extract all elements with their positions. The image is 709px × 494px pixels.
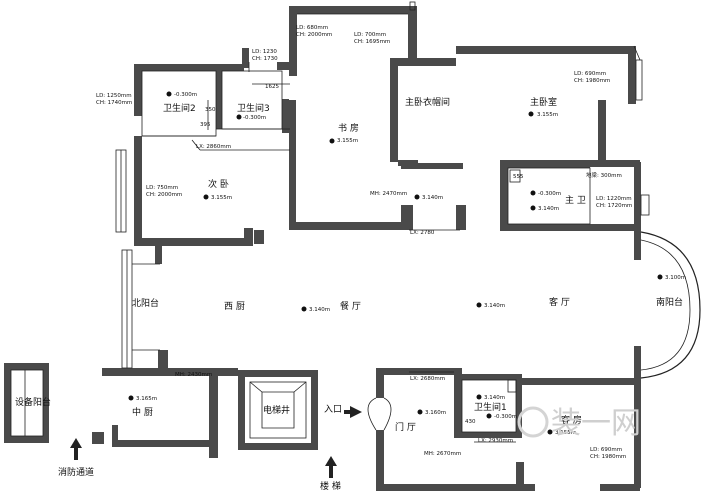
svg-text:LD: 690mm: LD: 690mm xyxy=(574,71,606,77)
room-labels: 卫生间2 卫生间3 书 房 主卧衣帽间 主卧室 次 卧 主 卫 北阳台 西 厨 … xyxy=(15,96,683,492)
svg-text:350: 350 xyxy=(205,107,216,113)
svg-text:CH: 2000mm: CH: 2000mm xyxy=(296,32,332,38)
svg-text:3.100m: 3.100m xyxy=(665,275,686,281)
room-master-bedroom: 主卧室 xyxy=(530,96,557,108)
svg-text:LD: 1220mm: LD: 1220mm xyxy=(596,196,632,202)
room-dining: 餐 厅 xyxy=(340,300,361,312)
label-fire-passage: 消防通道 xyxy=(58,466,94,478)
room-second-bedroom: 次 卧 xyxy=(208,178,229,190)
svg-text:LD: 690mm: LD: 690mm xyxy=(590,447,622,453)
room-entrance: 入口 xyxy=(324,404,342,415)
room-middle-kitchen: 中 厨 xyxy=(132,406,153,418)
svg-text:MH: 2670mm: MH: 2670mm xyxy=(424,451,461,457)
svg-text:3.155m: 3.155m xyxy=(211,195,232,201)
svg-text:CH: 1720mm: CH: 1720mm xyxy=(596,203,632,209)
elevation-markers xyxy=(128,91,663,435)
svg-text:3.160m: 3.160m xyxy=(425,410,446,416)
svg-text:LD: 680mm: LD: 680mm xyxy=(296,25,328,31)
svg-text:CH: 1980mm: CH: 1980mm xyxy=(590,454,626,460)
watermark: 装一网 xyxy=(517,406,641,441)
svg-text:LX: 2780: LX: 2780 xyxy=(410,230,435,236)
svg-text:-0.300m: -0.300m xyxy=(494,414,517,420)
room-master-bath: 主 卫 xyxy=(565,194,586,206)
svg-text:CH: 1695mm: CH: 1695mm xyxy=(354,39,390,45)
svg-text:3.155m: 3.155m xyxy=(555,430,576,436)
elevation-labels: -0.300m -0.300m 3.155m 3.155m 3.155m -0.… xyxy=(136,92,686,436)
svg-text:1625: 1625 xyxy=(265,84,279,90)
svg-text:3.140m: 3.140m xyxy=(309,307,330,313)
svg-text:LX: 2680mm: LX: 2680mm xyxy=(410,376,445,382)
room-west-kitchen: 西 厨 xyxy=(224,301,245,312)
svg-text:LX: 2930mm: LX: 2930mm xyxy=(478,438,513,444)
svg-text:LX: 2860mm: LX: 2860mm xyxy=(196,144,231,150)
svg-text:3.155m: 3.155m xyxy=(337,138,358,144)
svg-text:3.140m: 3.140m xyxy=(422,195,443,201)
detail-lines xyxy=(10,1,701,478)
room-living: 客 厅 xyxy=(549,296,570,308)
svg-text:CH: 1980mm: CH: 1980mm xyxy=(574,78,610,84)
room-south-balcony: 南阳台 xyxy=(656,296,683,308)
room-equipment-balcony: 设备阳台 xyxy=(15,396,51,408)
svg-text:LD: 750mm: LD: 750mm xyxy=(146,185,178,191)
svg-text:-0.300m: -0.300m xyxy=(538,191,561,197)
svg-text:395: 395 xyxy=(200,122,211,128)
room-bath1: 卫生间1 xyxy=(474,401,507,413)
label-stairs: 楼 梯 xyxy=(320,480,341,492)
room-elevator: 电梯井 xyxy=(263,404,290,416)
svg-text:LD: 700mm: LD: 700mm xyxy=(354,32,386,38)
svg-text:-0.300m: -0.300m xyxy=(243,115,266,121)
room-master-closet: 主卧衣帽间 xyxy=(405,96,450,108)
svg-text:LD: 1250mm: LD: 1250mm xyxy=(96,93,132,99)
watermark-text: 装一网 xyxy=(551,406,641,441)
svg-text:CH: 1740mm: CH: 1740mm xyxy=(96,100,132,106)
svg-text:3.140m: 3.140m xyxy=(484,303,505,309)
svg-text:3.140m: 3.140m xyxy=(538,206,559,212)
room-study: 书 房 xyxy=(338,122,359,134)
svg-text:3.155m: 3.155m xyxy=(537,112,558,118)
svg-text:CH: 2000mm: CH: 2000mm xyxy=(146,192,182,198)
room-bath2: 卫生间2 xyxy=(163,102,196,114)
svg-text:-0.300m: -0.300m xyxy=(174,92,197,98)
svg-text:地梁: 300mm: 地梁: 300mm xyxy=(586,171,622,179)
svg-text:CH: 1730: CH: 1730 xyxy=(252,56,278,62)
svg-text:555: 555 xyxy=(513,174,524,180)
dimension-annotations: LD: 680mm CH: 2000mm LD: 700mm CH: 1695m… xyxy=(96,25,632,460)
room-guest: 客 房 xyxy=(561,414,582,426)
svg-text:3.165m: 3.165m xyxy=(136,396,157,402)
svg-text:MH: 2430mm: MH: 2430mm xyxy=(175,372,212,378)
svg-text:MH: 2470mm: MH: 2470mm xyxy=(370,191,407,197)
svg-text:LD: 1230: LD: 1230 xyxy=(252,49,277,55)
svg-text:3.140m: 3.140m xyxy=(484,395,505,401)
walls xyxy=(4,6,641,491)
room-foyer: 门 厅 xyxy=(395,421,416,433)
svg-text:430: 430 xyxy=(465,419,476,425)
room-bath3: 卫生间3 xyxy=(237,102,270,114)
room-north-balcony: 北阳台 xyxy=(132,297,159,309)
